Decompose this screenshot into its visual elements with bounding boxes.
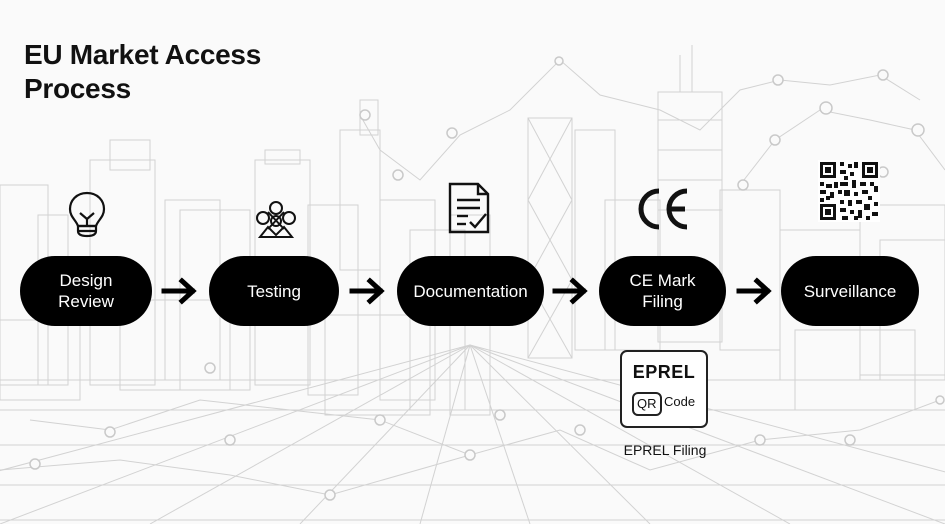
document-check-icon	[448, 182, 490, 234]
step-documentation: Documentation	[398, 257, 543, 325]
step-surveillance: Surveillance	[782, 257, 918, 325]
arrow-right-icon	[552, 277, 588, 305]
step-label: CE Mark Filing	[629, 271, 696, 311]
eprel-card: EPREL QR Code	[620, 350, 708, 428]
eprel-card-title: EPREL	[632, 362, 696, 382]
code-label: Code	[664, 394, 696, 409]
step-testing: Testing	[210, 257, 338, 325]
arrow-right-icon	[161, 277, 197, 305]
title-line-2: Process	[24, 73, 131, 104]
qr-label: QR	[637, 396, 657, 411]
step-label: Documentation	[413, 281, 528, 301]
step-ce-mark-filing: CE Mark Filing	[600, 257, 725, 325]
step-design-review: Design Review	[21, 257, 151, 325]
arrow-right-icon	[736, 277, 772, 305]
ce-mark-icon	[638, 188, 688, 230]
molecule-icon	[256, 201, 296, 238]
step-label: Surveillance	[803, 281, 897, 301]
diagram-title: EU Market Access Process	[24, 38, 344, 106]
step-label: Testing	[247, 281, 301, 301]
title-line-1: EU Market Access	[24, 39, 261, 70]
qr-label-box: QR	[632, 392, 662, 416]
qr-code-icon	[818, 160, 880, 222]
lightbulb-icon	[68, 191, 106, 238]
arrow-right-icon	[349, 277, 385, 305]
step-label: Design Review	[58, 271, 114, 311]
eprel-filing-caption: EPREL Filing	[623, 442, 707, 458]
